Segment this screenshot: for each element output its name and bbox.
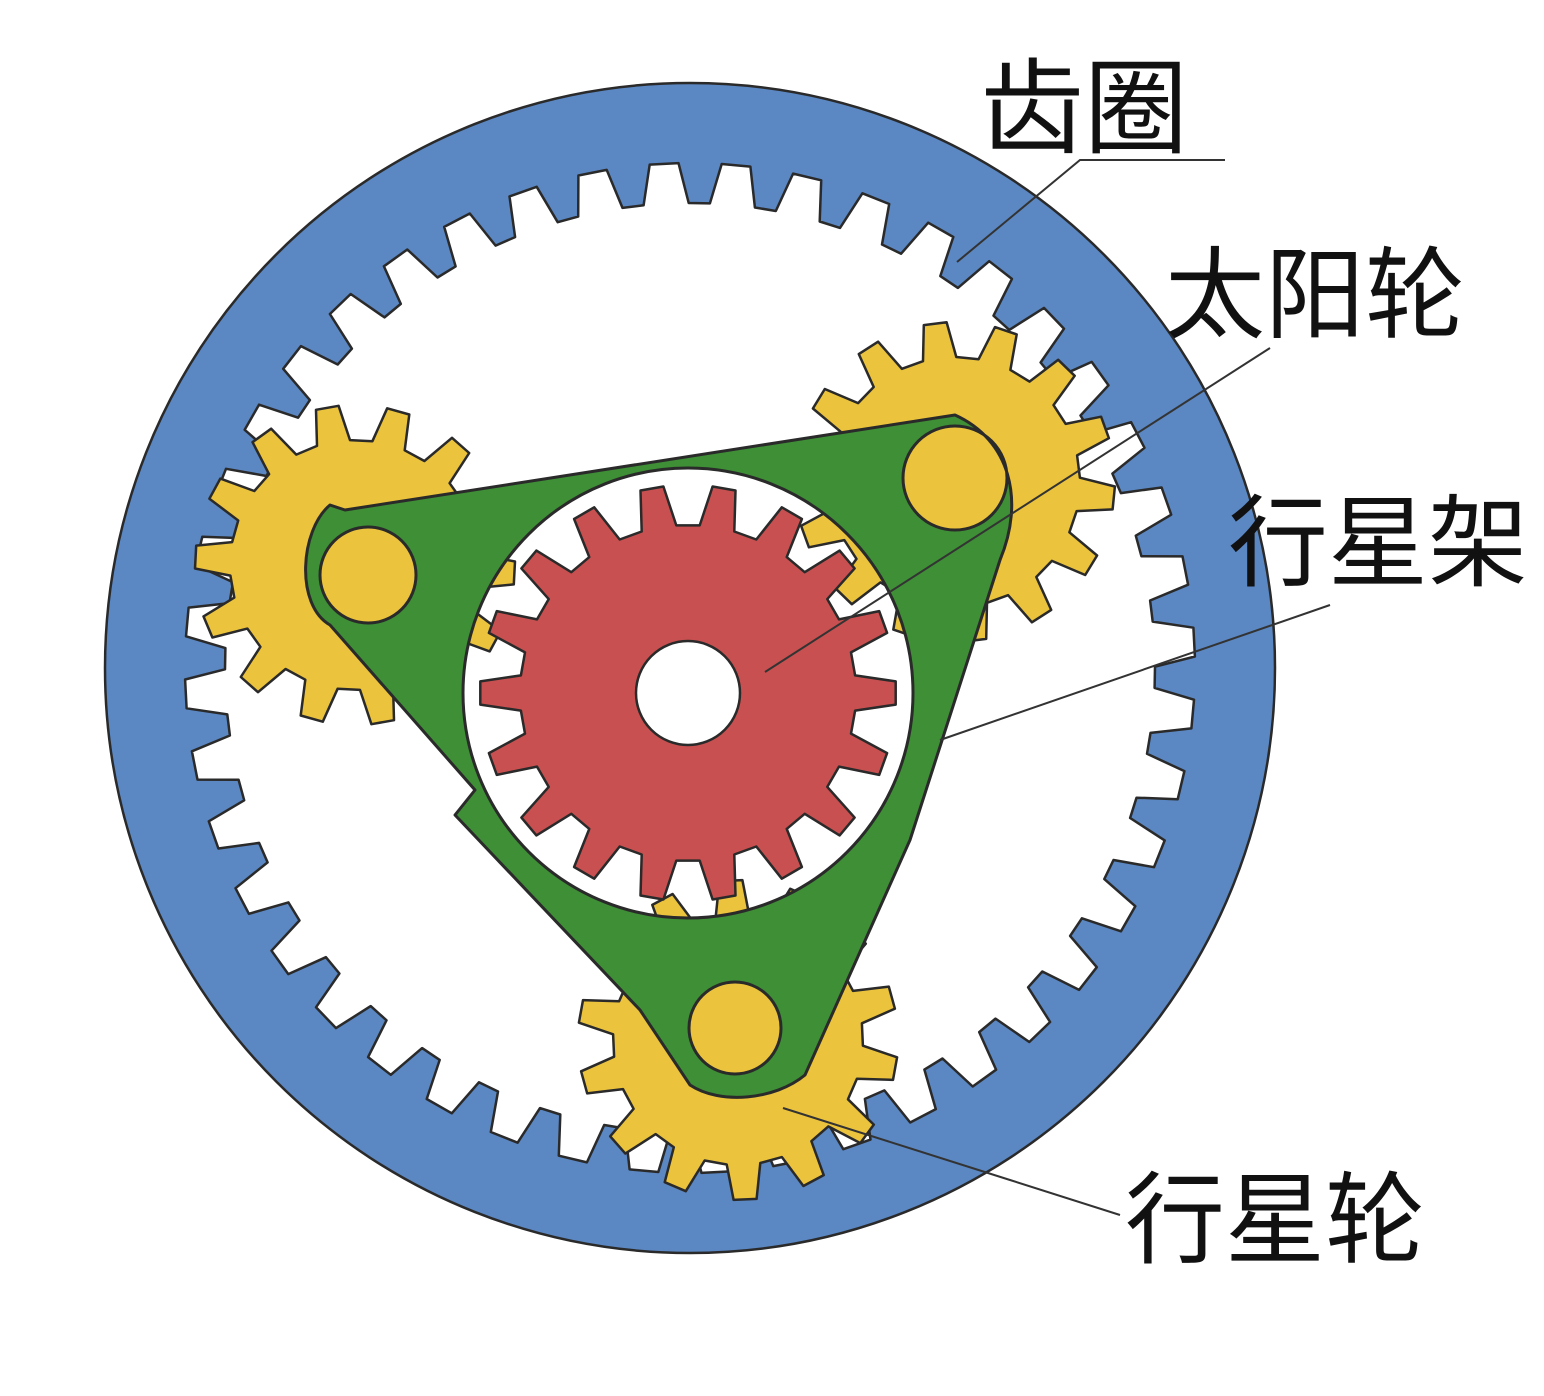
planet-carrier bbox=[304, 413, 1014, 1099]
sun-gear bbox=[479, 485, 897, 901]
ring-gear bbox=[103, 81, 1277, 1255]
label-ring-gear: 齿圈 bbox=[980, 48, 1188, 170]
label-planet-gear: 行星轮 bbox=[1125, 1162, 1425, 1279]
label-sun-gear: 太阳轮 bbox=[1165, 237, 1465, 354]
leader-line-sun-gear bbox=[764, 347, 1271, 673]
leader-lines bbox=[764, 159, 1331, 1216]
label-carrier: 行星架 bbox=[1228, 485, 1528, 602]
leader-line-planet-gear bbox=[782, 1107, 1121, 1216]
leader-line-ring-gear bbox=[956, 159, 1225, 263]
leader-line-carrier bbox=[939, 604, 1331, 741]
